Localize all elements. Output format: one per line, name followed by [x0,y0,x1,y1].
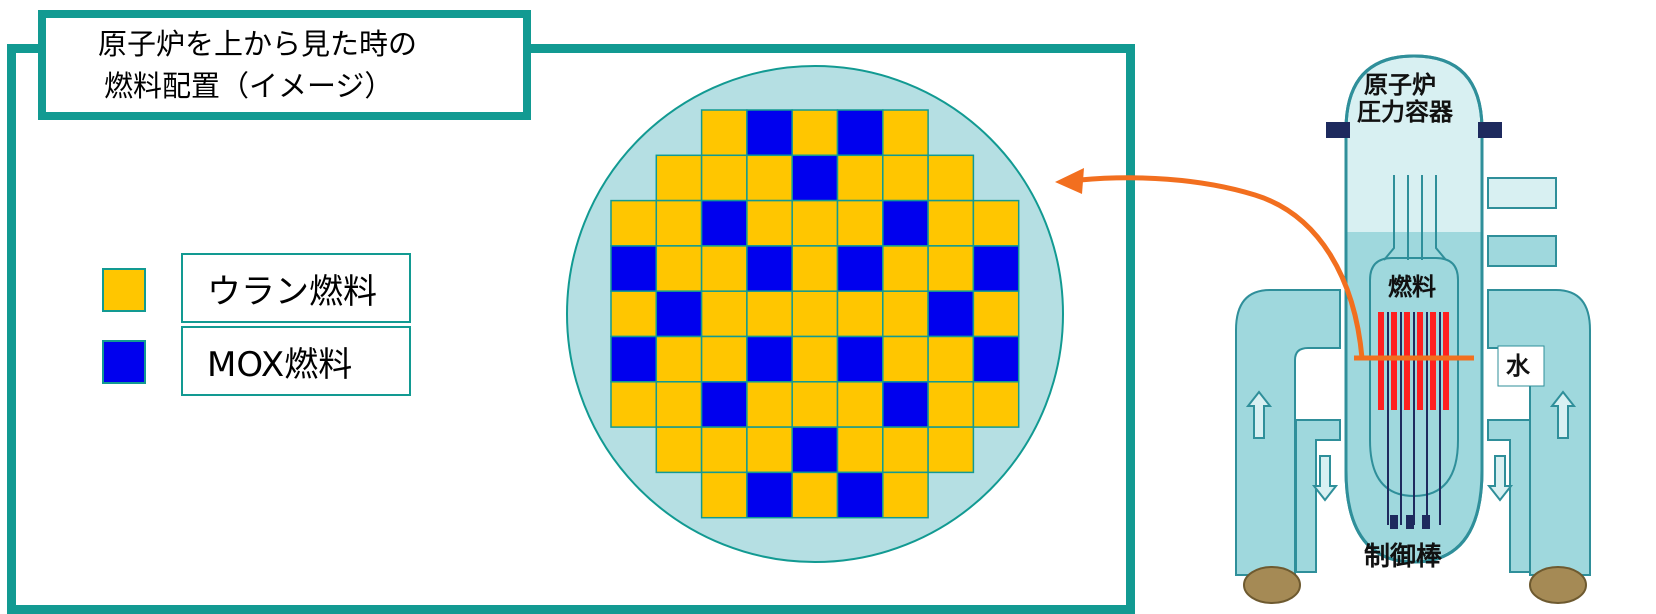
fuel-label: 燃料 [1388,275,1436,299]
vessel-flange-right [1478,122,1502,138]
vessel-label-line-1: 原子炉 [1364,73,1436,97]
water-label: 水 [1506,354,1530,378]
vessel-flange-left [1326,122,1350,138]
control-rod-label: 制御棒 [1364,544,1442,570]
control-rod-drives [1390,515,1430,529]
left-down-pipe [1296,420,1340,572]
left-pump-icon [1244,567,1300,603]
outlet-nozzle-lower [1488,236,1556,266]
left-down-arrow-icon [1314,456,1336,500]
outlet-nozzle-upper [1488,178,1556,208]
right-down-arrow-icon [1489,456,1511,500]
right-down-pipe [1488,420,1530,572]
vessel-label-line-2: 圧力容器 [1357,100,1453,124]
right-pump-icon [1530,567,1586,603]
